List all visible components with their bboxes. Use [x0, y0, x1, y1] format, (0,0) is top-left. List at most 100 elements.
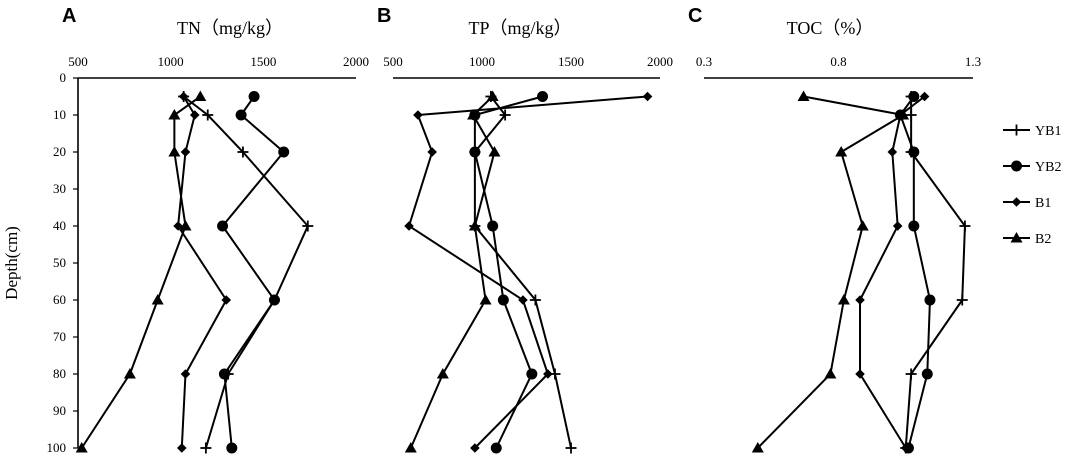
x-tick-label: 1.3	[965, 54, 981, 69]
series-b2	[751, 90, 910, 453]
data-point-b2	[194, 90, 207, 101]
data-point-yb1	[200, 442, 212, 454]
x-tick-label: 2000	[647, 54, 673, 69]
series-line-yb1	[473, 95, 572, 449]
data-point-b1	[221, 295, 232, 305]
data-point-b2	[488, 146, 501, 157]
data-point-yb1	[565, 442, 577, 454]
legend-label: YB2	[1035, 160, 1061, 175]
y-tick-label: 30	[53, 181, 66, 196]
data-point-b1	[427, 147, 437, 157]
series-line-b2	[757, 95, 906, 449]
data-point-b2	[436, 368, 449, 379]
data-point-b2	[168, 146, 181, 157]
data-point-yb1	[302, 220, 314, 232]
series-line-yb1	[183, 95, 309, 449]
data-point-b1	[470, 443, 480, 453]
data-point-b1	[180, 147, 191, 157]
data-point-yb2	[278, 146, 290, 158]
data-point-b2	[797, 90, 810, 101]
data-point-b1	[855, 295, 865, 305]
y-tick-label: 100	[47, 440, 67, 455]
legend-marker-circle	[1011, 160, 1022, 172]
data-point-b1	[178, 91, 189, 102]
data-point-b1	[173, 221, 183, 231]
x-tick-label: 0.3	[696, 54, 712, 69]
data-point-b1	[189, 110, 200, 120]
data-point-yb2	[526, 368, 538, 380]
data-point-yb2	[924, 294, 936, 306]
panel-letter: A	[62, 5, 76, 27]
data-point-yb2	[268, 294, 280, 306]
series-line-b2	[80, 95, 201, 449]
y-tick-label: 90	[53, 403, 66, 418]
data-point-yb2	[537, 91, 549, 102]
data-point-b2	[837, 294, 850, 305]
legend-item-b2: B2	[1003, 232, 1051, 247]
data-point-yb2	[487, 220, 499, 232]
data-point-yb2	[497, 294, 509, 306]
series-line-yb2	[473, 95, 543, 449]
data-point-b2	[486, 90, 499, 101]
x-tick-label: 500	[383, 54, 403, 69]
data-point-b1	[404, 221, 414, 231]
legend-item-b1: B1	[1003, 196, 1051, 211]
data-point-yb2	[226, 442, 238, 454]
data-point-yb1	[237, 146, 249, 158]
data-point-b2	[824, 368, 837, 379]
series-b1	[173, 91, 232, 453]
series-yb2	[217, 91, 290, 454]
data-point-b1	[919, 91, 930, 102]
data-point-b2	[168, 109, 181, 120]
data-point-b1	[543, 369, 553, 379]
data-point-yb1	[529, 294, 541, 306]
data-point-b1	[892, 221, 903, 231]
data-point-yb2	[908, 220, 920, 232]
x-tick-label: 2000	[343, 54, 369, 69]
data-point-b2	[467, 109, 480, 120]
x-tick-label: 0.8	[830, 54, 846, 69]
series-b2	[75, 90, 207, 453]
data-point-yb1	[959, 220, 971, 232]
panel-letter: B	[377, 5, 391, 27]
data-point-b1	[900, 443, 911, 453]
series-b1	[404, 91, 653, 453]
data-point-b2	[123, 368, 136, 379]
data-point-b2	[479, 294, 492, 305]
data-point-yb2	[248, 91, 260, 102]
y-tick-label: 20	[53, 144, 66, 159]
panel-letter: C	[688, 5, 702, 27]
legend-marker-triangle	[1010, 232, 1023, 243]
y-tick-label: 80	[53, 366, 66, 381]
y-tick-label: 10	[53, 107, 66, 122]
data-point-b1	[176, 443, 187, 453]
data-point-yb2	[217, 220, 229, 232]
panel-title: TN（mg/kg）	[177, 18, 283, 38]
data-point-yb1	[905, 109, 917, 121]
data-point-b2	[751, 442, 764, 453]
series-yb1	[900, 91, 971, 454]
data-point-b1	[413, 110, 423, 120]
data-point-yb2	[908, 91, 920, 102]
data-point-yb1	[956, 294, 968, 306]
panel-title: TP（mg/kg）	[468, 18, 571, 38]
y-axis-label: Depth(cm)	[2, 226, 21, 300]
series-line-yb2	[221, 95, 286, 449]
data-point-yb1	[905, 368, 917, 380]
y-tick-label: 40	[53, 218, 66, 233]
x-tick-label: 500	[68, 54, 88, 69]
y-tick-label: 50	[53, 255, 66, 270]
legend-label: B2	[1035, 232, 1051, 247]
data-point-b1	[887, 147, 898, 157]
data-point-b2	[468, 220, 481, 231]
data-point-yb2	[235, 109, 247, 121]
y-tick-label: 60	[53, 292, 66, 307]
data-point-yb1	[202, 109, 214, 121]
data-point-b2	[151, 294, 164, 305]
legend-marker-plus	[1011, 124, 1022, 136]
x-tick-label: 1500	[558, 54, 584, 69]
series-b2	[404, 90, 501, 453]
